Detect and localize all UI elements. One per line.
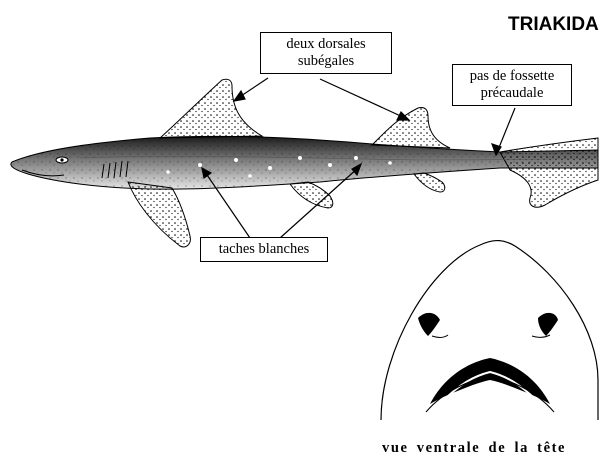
callout-dorsal-line-1: deux dorsales bbox=[267, 36, 385, 53]
callout-fossette-line-1: pas de fossette bbox=[459, 68, 565, 85]
callout-dorsal-line-2: subégales bbox=[267, 53, 385, 70]
pelvic-fin bbox=[290, 182, 333, 208]
anal-fin bbox=[414, 173, 445, 192]
callout-fossette-line-2: précaudale bbox=[459, 85, 565, 102]
ventral-head-view bbox=[381, 241, 598, 420]
left-nostril-icon bbox=[418, 313, 440, 336]
first-dorsal-fin bbox=[160, 79, 262, 138]
second-dorsal-fin bbox=[372, 107, 450, 148]
head-view-caption: vue ventrale de la tête bbox=[382, 440, 566, 457]
callout-white-spots: taches blanches bbox=[200, 237, 328, 262]
callout-taches-line: taches blanches bbox=[207, 241, 321, 258]
caudal-fin bbox=[500, 138, 598, 207]
family-title: TRIAKIDA bbox=[508, 14, 599, 36]
callout-precaudal-pit: pas de fossette précaudale bbox=[452, 64, 572, 106]
callout-dorsal-fins: deux dorsales subégales bbox=[260, 32, 392, 74]
right-nostril-icon bbox=[538, 313, 558, 336]
head-outline bbox=[381, 241, 598, 420]
pectoral-fin bbox=[128, 182, 190, 247]
